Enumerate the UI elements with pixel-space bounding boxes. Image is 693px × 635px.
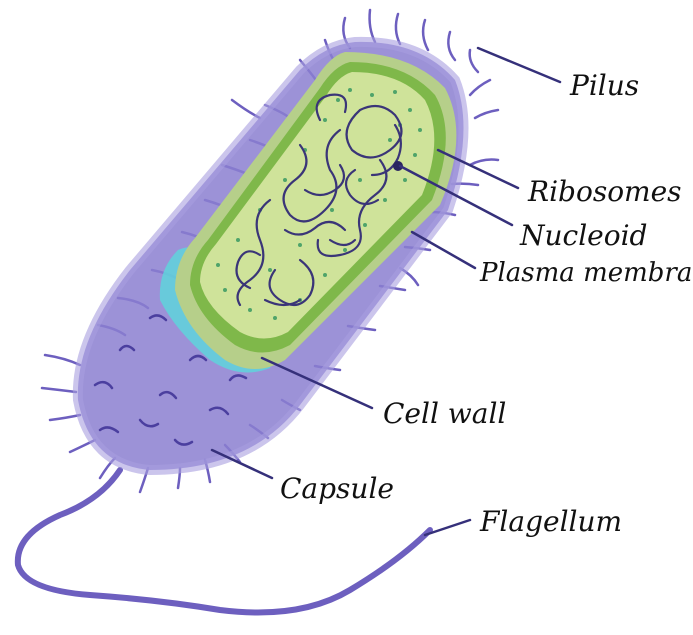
flagellum-leader	[425, 520, 470, 535]
label-plasma-membrane: Plasma membrane	[480, 260, 693, 286]
label-ribosomes: Ribosomes	[528, 178, 682, 206]
pilus-leader	[478, 48, 560, 82]
label-pilus: Pilus	[570, 72, 639, 100]
label-nucleoid: Nucleoid	[520, 222, 647, 250]
label-flagellum: Flagellum	[480, 508, 622, 536]
label-cell-wall: Cell wall	[383, 400, 506, 428]
label-capsule: Capsule	[280, 475, 394, 503]
